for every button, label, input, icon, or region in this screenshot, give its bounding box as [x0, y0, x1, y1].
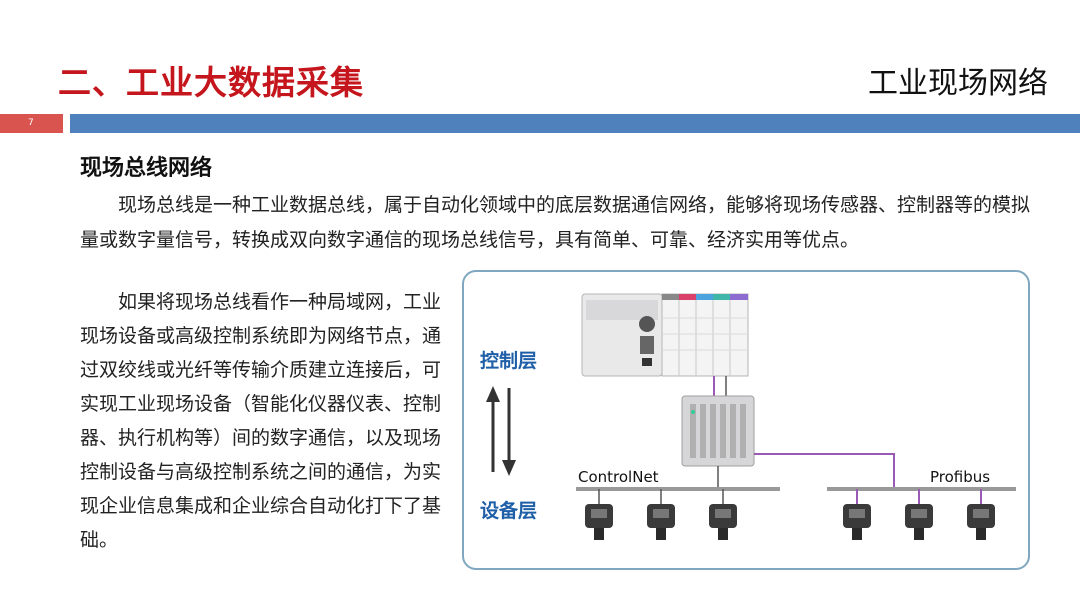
field-device-icon [585, 504, 613, 540]
field-device-icon [709, 504, 737, 540]
page-number: 7 [0, 114, 63, 133]
detail-paragraph: 如果将现场总线看作一种局域网，工业现场设备或高级控制系统即为网络节点，通过双绞线… [80, 291, 442, 551]
fieldbus-diagram: 控制层 设备层 ControlNet Profibus [462, 270, 1030, 570]
field-device-icon [905, 504, 933, 540]
header-rule [70, 114, 1080, 133]
control-layer-label: 控制层 [480, 350, 538, 372]
field-device-icon [843, 504, 871, 540]
page-subtitle: 工业现场网络 [868, 66, 1048, 101]
section-heading: 现场总线网络 [80, 156, 213, 181]
intro-paragraph: 现场总线是一种工业数据总线，属于自动化领域中的底层数据通信网络，能够将现场传感器… [80, 194, 1031, 251]
profibus-label: Profibus [930, 468, 991, 486]
field-device-icon [967, 504, 995, 540]
double-arrow-icon [486, 386, 516, 476]
diagram-graphics [486, 293, 1016, 540]
controlnet-label: ControlNet [578, 468, 659, 486]
field-device-icon [647, 504, 675, 540]
controller-rack-icon [581, 293, 749, 377]
page-title: 二、工业大数据采集 [58, 63, 364, 102]
io-module-icon [681, 395, 755, 467]
device-layer-label: 设备层 [480, 500, 538, 522]
